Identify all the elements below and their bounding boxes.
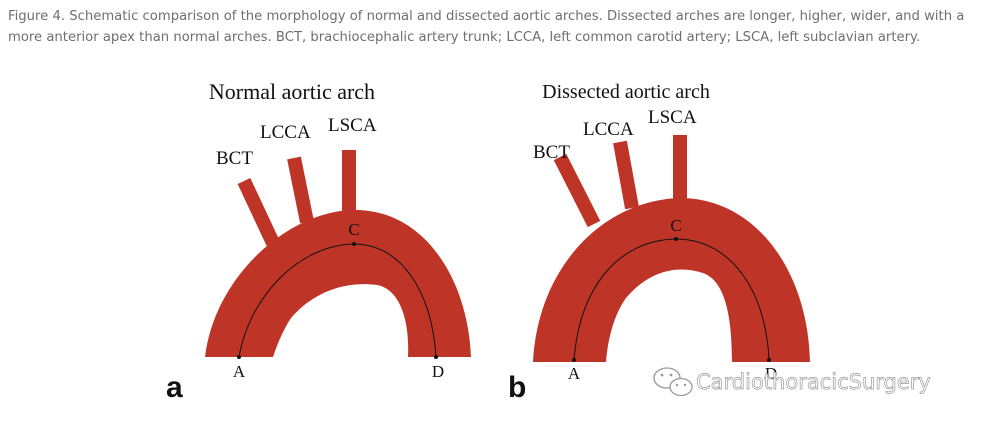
branch-lcca [613,140,639,210]
branch-bct [553,153,601,228]
watermark-text: CardiothoracicSurgery [696,370,931,394]
point-c-marker [352,242,356,246]
label-point-a: A [233,362,246,381]
panel-dissected-arch: Dissected aortic arch BCT LCCA LSCA C A … [508,81,810,404]
label-point-c: C [670,216,681,235]
label-point-d: D [432,362,444,381]
watermark: CardiothoracicSurgery [653,367,931,397]
label-lsca: LSCA [648,107,697,128]
label-bct: BCT [216,148,253,169]
aortic-arch [205,210,471,357]
wechat-icon [653,367,693,397]
point-d-marker [767,358,771,362]
branch-bct [237,178,280,246]
panel-title: Dissected aortic arch [542,81,710,103]
label-point-a: A [568,364,581,383]
panel-title: Normal aortic arch [209,79,375,104]
label-lcca: LCCA [583,119,634,140]
figure-caption: Figure 4. Schematic comparison of the mo… [8,9,965,45]
panel-normal-arch: Normal aortic arch BCT LCCA LSCA C A D a [166,79,471,404]
point-a-marker [237,355,241,359]
label-lsca: LSCA [328,115,377,136]
label-bct: BCT [533,142,570,163]
point-c-marker [674,237,678,241]
point-a-marker [572,358,576,362]
panel-letter: b [508,371,526,404]
panel-letter: a [166,371,183,404]
aortic-arch [533,198,810,362]
label-lcca: LCCA [260,122,311,143]
label-point-c: C [348,220,359,239]
branch-lcca [287,156,314,224]
label-point-d: D [765,364,777,383]
point-d-marker [434,355,438,359]
